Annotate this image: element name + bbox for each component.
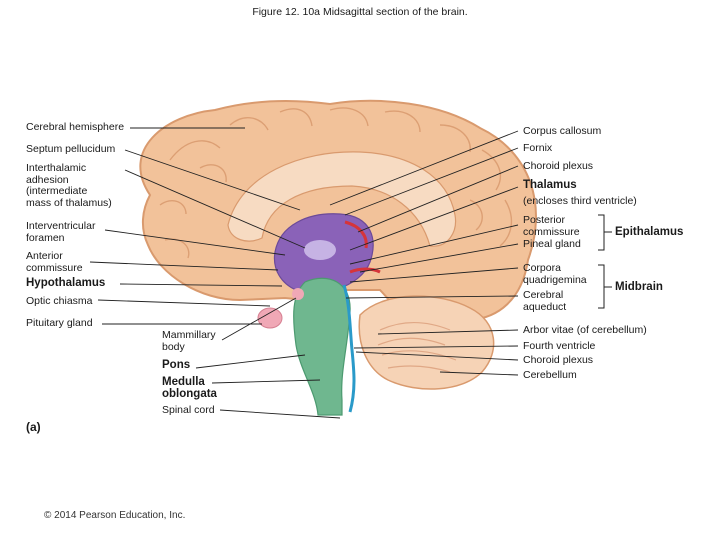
label-hypothalamus: Hypothalamus [26,277,106,289]
label-interventricular-foramen: Interventricular foramen [26,220,96,244]
figure-title: Figure 12. 10a Midsagittal section of th… [252,6,468,18]
mammillary-body-shape [292,288,304,300]
choroid-plexus-shape [344,220,368,249]
cerebral-hemisphere-shape [139,99,537,324]
label-fourth-ventricle: Fourth ventricle [523,340,596,352]
label-pons: Pons [162,359,191,371]
label-anterior-commissure: Anterior commissure [26,250,83,274]
label-cerebellum: Cerebellum [523,369,577,381]
copyright-credit: © 2014 Pearson Education, Inc. [44,510,186,521]
label-spinal-cord: Spinal cord [162,404,215,416]
label-posterior-commissure: Posterior commissure [523,214,580,238]
interthalamic-adhesion-shape [304,240,336,260]
label-optic-chiasma: Optic chiasma [26,295,93,307]
leader-lines [89,127,519,419]
group-bracket-icon [598,214,612,309]
label-cerebral-hemisphere: Cerebral hemisphere [26,121,125,133]
label-cerebral-aqueduct: Cerebral aqueduct [523,289,567,313]
label-interthalamic-adhesion: Interthalamic adhesion (intermediate mas… [26,162,112,209]
label-medulla-oblongata: Medulla oblongata [162,376,217,400]
pituitary-shape [257,307,283,329]
label-septum-pellucidum: Septum pellucidum [26,143,116,155]
label-corpus-callosum: Corpus callosum [523,125,602,137]
label-midbrain: Midbrain [615,281,663,293]
cerebellum-shape [358,295,495,390]
label-choroid-plexus-upper: Choroid plexus [523,160,594,172]
label-corpora-quadrigemina: Corpora quadrigemina [523,262,587,286]
label-third-ventricle: (encloses third ventricle) [523,195,637,207]
label-epithalamus: Epithalamus [615,226,684,238]
label-thalamus: Thalamus [523,179,577,191]
brainstem-shape [293,277,351,416]
gyri-texture [159,107,513,259]
label-choroid-plexus-lower: Choroid plexus [523,354,594,366]
part-label: (a) [26,420,41,434]
label-arbor-vitae: Arbor vitae (of cerebellum) [523,324,647,336]
cerebral-aqueduct-shape [342,284,356,413]
corpus-callosum-shape [227,151,457,247]
label-mammillary-body: Mammillary body [162,329,216,353]
label-pituitary-gland: Pituitary gland [26,317,93,329]
label-fornix: Fornix [523,142,553,154]
choroid-plexus-lower-shape [349,267,381,274]
label-pineal-gland: Pineal gland [523,238,581,250]
